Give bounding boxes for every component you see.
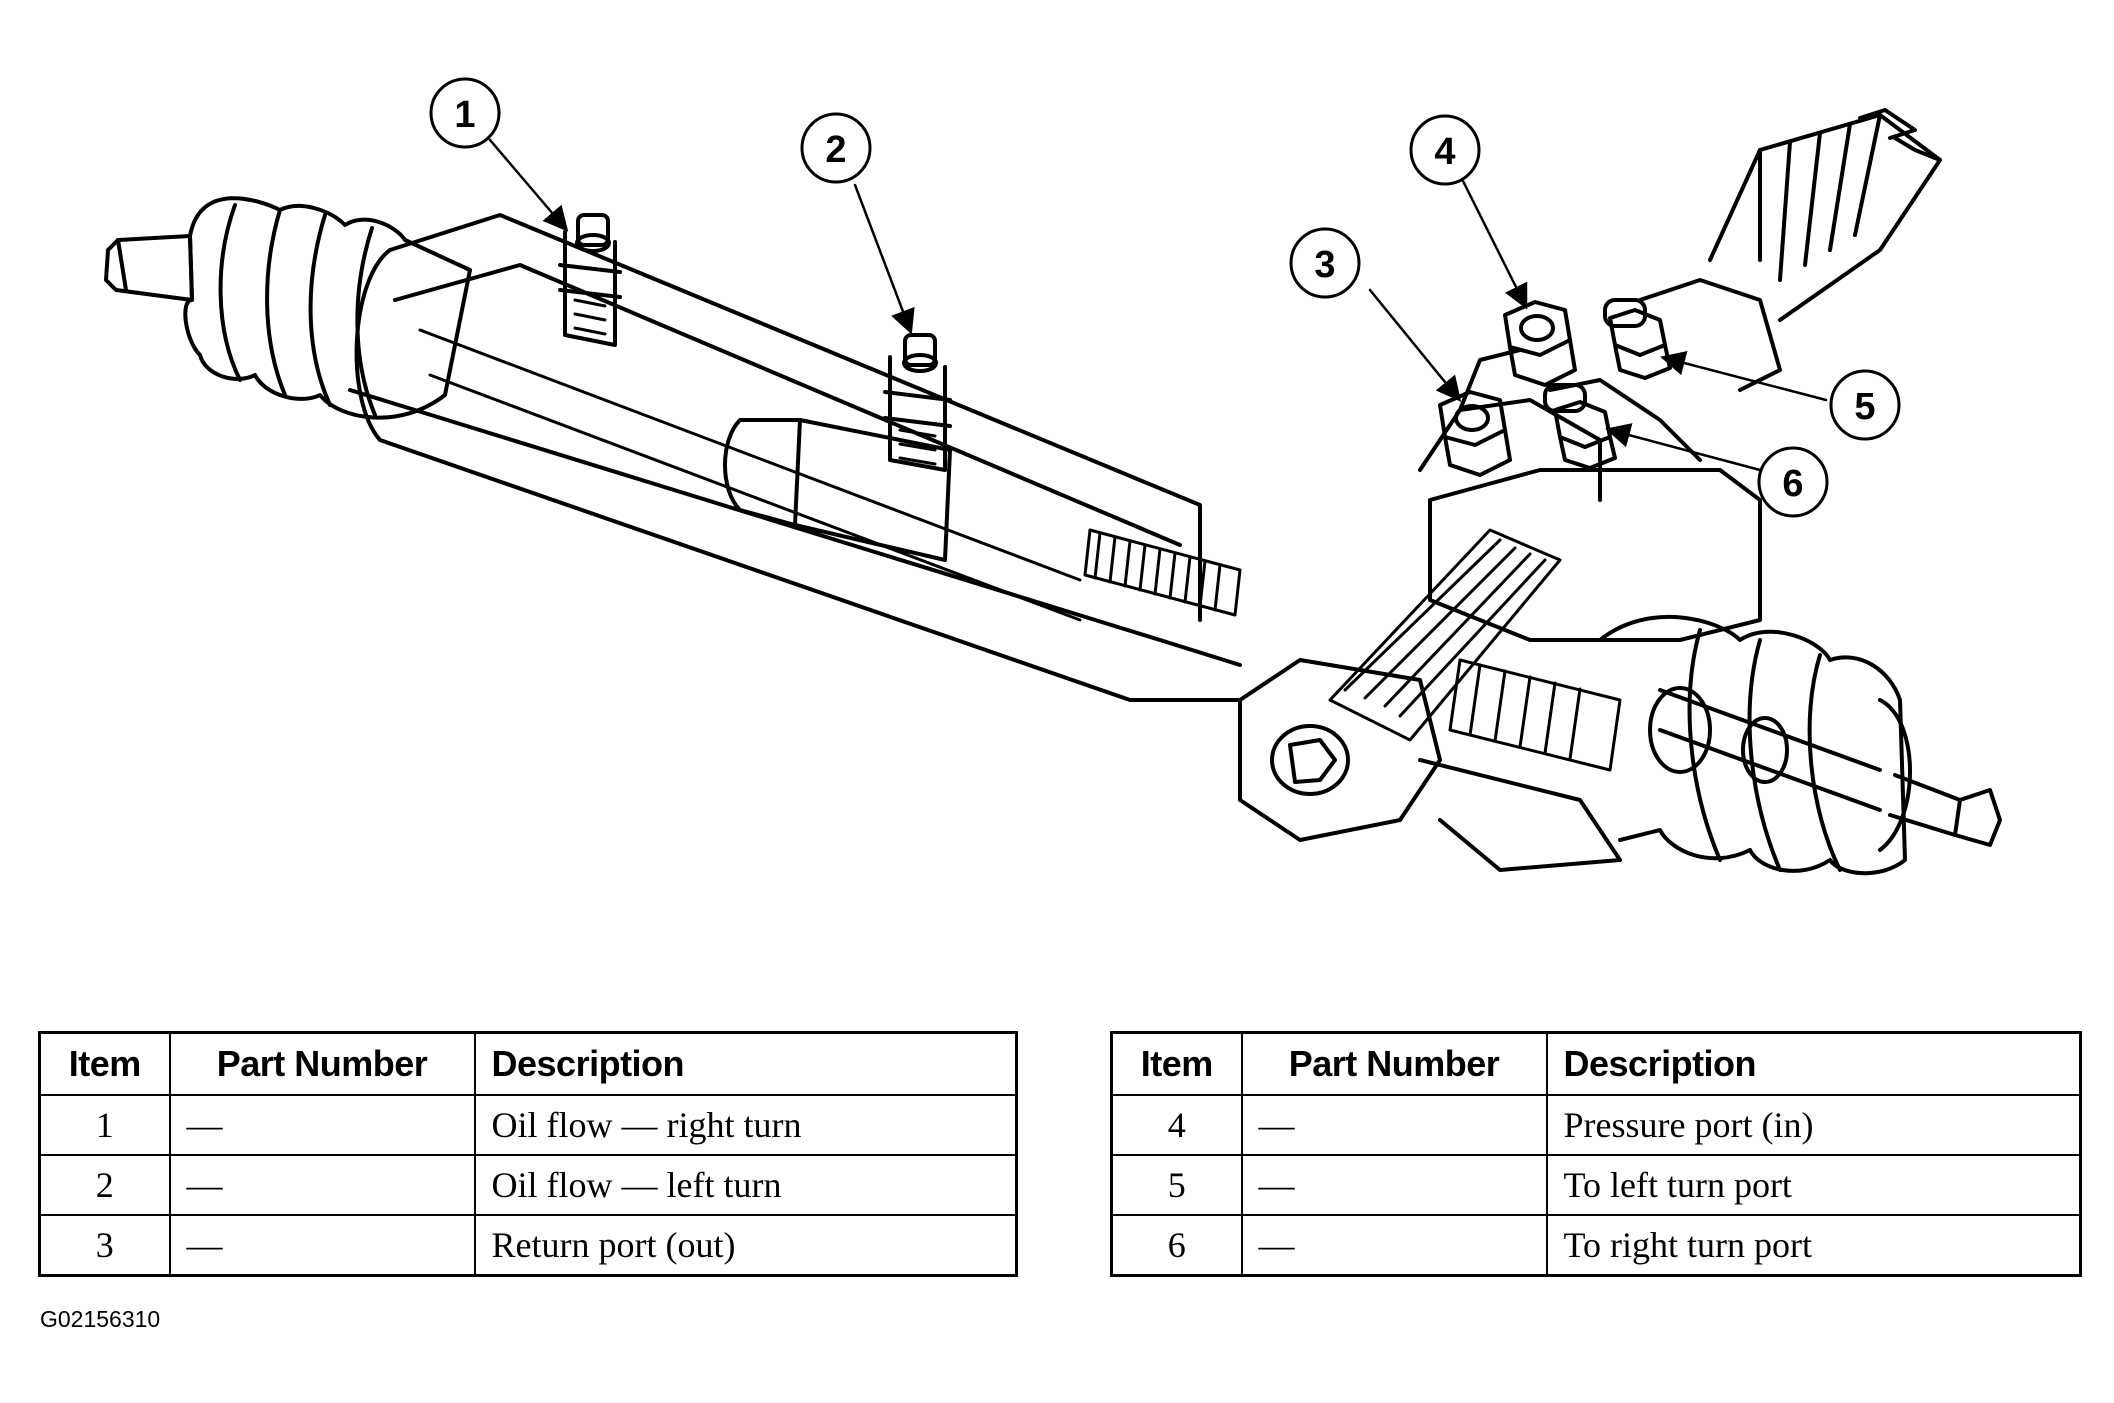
left-bellows-boot bbox=[183, 196, 472, 420]
cell-part-number: — bbox=[1240, 1154, 1548, 1216]
callout-5-label: 5 bbox=[1854, 386, 1875, 428]
callout-1: 1 bbox=[429, 77, 501, 149]
cell-description: Oil flow — right turn bbox=[473, 1094, 1018, 1156]
cell-part-number: — bbox=[1240, 1214, 1548, 1277]
lower-housing bbox=[1238, 658, 1622, 872]
cell-part-number: — bbox=[168, 1214, 476, 1277]
callout-4-label: 4 bbox=[1434, 131, 1455, 173]
header-description: Description bbox=[473, 1031, 1018, 1096]
cell-item: 1 bbox=[38, 1094, 171, 1156]
cell-item: 2 bbox=[38, 1154, 171, 1216]
header-description: Description bbox=[1545, 1031, 2082, 1096]
cell-description: Return port (out) bbox=[473, 1214, 1018, 1277]
callout-3-label: 3 bbox=[1314, 244, 1335, 286]
parts-table-left: Item Part Number Description 1 — Oil flo… bbox=[38, 1031, 1018, 1277]
right-bellows-boot bbox=[1598, 615, 1907, 876]
cell-part-number: — bbox=[1240, 1094, 1548, 1156]
fitting-2 bbox=[883, 333, 952, 472]
callout-2-label: 2 bbox=[825, 129, 846, 171]
rack-piston bbox=[723, 418, 952, 562]
callout-4: 4 bbox=[1409, 114, 1481, 186]
callout-2: 2 bbox=[800, 112, 872, 184]
callout-6: 6 bbox=[1757, 446, 1829, 518]
callout-3: 3 bbox=[1289, 227, 1361, 299]
table-row: 4 — Pressure port (in) bbox=[1110, 1094, 2082, 1156]
valve-body-housing bbox=[1418, 278, 1782, 642]
callout-1-label: 1 bbox=[454, 94, 475, 136]
table-header-row: Item Part Number Description bbox=[38, 1031, 1018, 1096]
input-shaft bbox=[1708, 108, 1942, 322]
cell-description: Pressure port (in) bbox=[1545, 1094, 2082, 1156]
cell-part-number: — bbox=[168, 1094, 476, 1156]
pinion-gear-section bbox=[1328, 528, 1622, 772]
rack-housing bbox=[348, 213, 1242, 702]
header-part-number: Part Number bbox=[168, 1031, 476, 1096]
rack-gear-teeth bbox=[1083, 528, 1242, 617]
port-fitting-5 bbox=[1603, 298, 1672, 380]
table-row: 1 — Oil flow — right turn bbox=[38, 1094, 1018, 1156]
cell-item: 4 bbox=[1110, 1094, 1243, 1156]
callout-6-label: 6 bbox=[1782, 463, 1803, 505]
cell-part-number: — bbox=[168, 1154, 476, 1216]
callout-leaders bbox=[488, 138, 1828, 472]
fitting-1 bbox=[558, 213, 622, 347]
parts-table-right: Item Part Number Description 4 — Pressur… bbox=[1110, 1031, 2082, 1277]
figure-id: G02156310 bbox=[40, 1306, 161, 1332]
right-tie-rod bbox=[1648, 686, 2002, 852]
left-tie-rod bbox=[104, 234, 194, 302]
callout-5: 5 bbox=[1829, 369, 1901, 441]
steering-rack-cutaway-diagram: 1 2 3 4 5 6 bbox=[104, 77, 2002, 876]
cell-description: Oil flow — left turn bbox=[473, 1154, 1018, 1216]
table-row: 6 — To right turn port bbox=[1110, 1214, 2082, 1277]
cell-item: 3 bbox=[38, 1214, 171, 1277]
cell-description: To left turn port bbox=[1545, 1154, 2082, 1216]
header-part-number: Part Number bbox=[1240, 1031, 1548, 1096]
port-fitting-3 bbox=[1438, 390, 1512, 477]
cell-description: To right turn port bbox=[1545, 1214, 2082, 1277]
cell-item: 6 bbox=[1110, 1214, 1243, 1277]
table-header-row: Item Part Number Description bbox=[1110, 1031, 2082, 1096]
table-row: 3 — Return port (out) bbox=[38, 1214, 1018, 1277]
header-item: Item bbox=[38, 1031, 171, 1096]
cell-item: 5 bbox=[1110, 1154, 1243, 1216]
table-row: 2 — Oil flow — left turn bbox=[38, 1154, 1018, 1216]
port-fitting-4 bbox=[1503, 300, 1577, 387]
header-item: Item bbox=[1110, 1031, 1243, 1096]
table-row: 5 — To left turn port bbox=[1110, 1154, 2082, 1216]
